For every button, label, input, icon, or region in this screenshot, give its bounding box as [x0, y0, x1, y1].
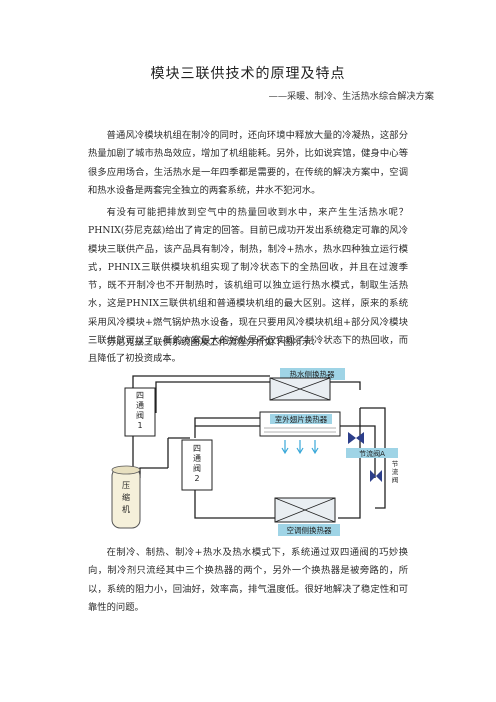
valve2-char: 通	[193, 453, 201, 463]
paragraph-phnix: 有没有可能把排放到空气中的热量回收到水中，来产生生活热水呢？PHNIX(芬尼克兹…	[88, 204, 408, 369]
down-arrow-icon	[311, 440, 319, 455]
hot-water-heat-exchanger: 热水侧换热器	[269, 368, 345, 401]
outdoor-fin-heat-exchanger: 室外翅片换热器	[259, 411, 341, 455]
valve1-char: 1	[137, 421, 142, 430]
four-way-valve-2	[181, 439, 213, 491]
valve1-char: 通	[136, 400, 144, 410]
throttle-valve-a: 节流阀A	[346, 432, 398, 458]
right-valve-char: 节	[392, 460, 399, 468]
ac-side-hx-label: 空调侧换热器	[287, 525, 332, 535]
document-title: 模块三联供技术的原理及特点	[150, 66, 346, 82]
refrigerant-pipes	[132, 375, 386, 519]
valve1-char: 四	[136, 391, 144, 400]
system-diagram: 四 通 阀 1 四 通 阀 2 压 缩 机 热水侧换热器 室外翅片换热器	[111, 368, 399, 536]
valve1-char: 阀	[136, 411, 144, 420]
compressor-char: 缩	[122, 492, 130, 502]
paragraph-figure-intro: 芬尼克兹三联供系统图及工作流程分析如下图所示：	[88, 334, 408, 352]
outdoor-fin-hx-label: 室外翅片换热器	[275, 414, 328, 424]
paragraph-text: 在制冷、制热、制冷+热水及热水模式下，系统通过双四通阀的巧妙换向，制冷剂只流经其…	[88, 547, 408, 613]
valve2-char: 四	[193, 444, 201, 453]
compressor-char: 机	[122, 504, 130, 514]
right-valve-char: 阀	[392, 475, 399, 484]
paragraph-text: 有没有可能把排放到空气中的热量回收到水中，来产生生活热水呢？PHNIX(芬尼克兹…	[88, 207, 408, 365]
paragraph-text: 芬尼克兹三联供系统图及工作流程分析如下图所示：	[106, 337, 321, 348]
throttle-valve-label: 节流阀A	[359, 449, 385, 458]
ac-side-heat-exchanger: 空调侧换热器	[274, 497, 340, 536]
compressor: 压 缩 机	[111, 465, 141, 529]
document-subtitle: ——采暖、制冷、生活热水综合解决方案	[268, 91, 434, 102]
right-valve-char: 流	[392, 467, 399, 476]
valve2-char: 2	[194, 474, 199, 483]
valve2-char: 阀	[193, 464, 201, 473]
right-throttle-valve: 节 流 阀	[370, 460, 399, 484]
down-arrow-icon	[281, 440, 289, 455]
paragraph-text: 普通风冷模块机组在制冷的同时，还向环境中释放大量的冷凝热，这部分热量加剧了城市热…	[88, 130, 408, 196]
paragraph-intro: 普通风冷模块机组在制冷的同时，还向环境中释放大量的冷凝热，这部分热量加剧了城市热…	[88, 127, 408, 200]
paragraph-modes: 在制冷、制热、制冷+热水及热水模式下，系统通过双四通阀的巧妙换向，制冷剂只流经其…	[88, 544, 408, 617]
four-way-valve-1	[124, 387, 156, 437]
down-arrow-icon	[296, 440, 304, 455]
compressor-char: 压	[122, 481, 130, 490]
hot-water-hx-label: 热水侧换热器	[290, 369, 335, 379]
